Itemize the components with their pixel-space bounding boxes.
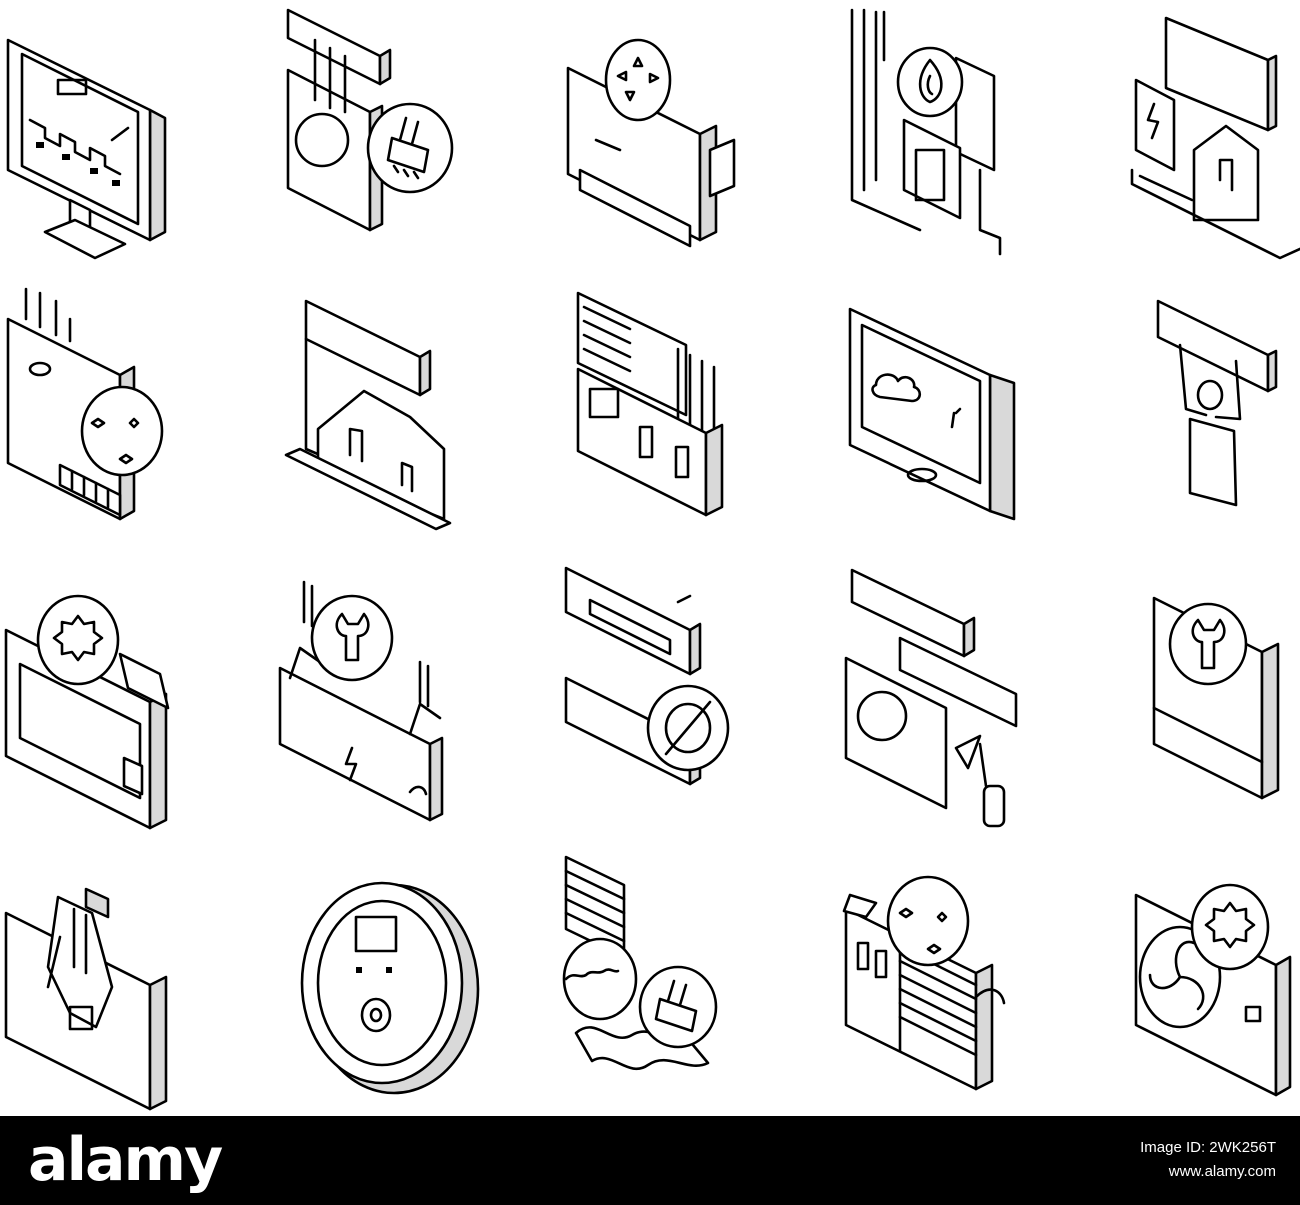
technician-install-ac-icon bbox=[1040, 279, 1300, 558]
gas-boiler-pipes-icon bbox=[780, 0, 1040, 279]
icon-grid bbox=[0, 0, 1300, 1116]
ceiling-cassette-icon bbox=[0, 837, 260, 1116]
image-meta: Image ID: 2WK256T www.alamy.com bbox=[1140, 1136, 1276, 1184]
fan-filter-unit-icon bbox=[520, 0, 780, 279]
ac-cleaning-brush-icon bbox=[260, 0, 520, 279]
split-ac-no-freon-icon bbox=[520, 558, 780, 837]
site-url[interactable]: www.alamy.com bbox=[1168, 1163, 1276, 1180]
tablet-weather-app-icon bbox=[780, 279, 1040, 558]
heater-wrench-service-icon bbox=[1040, 558, 1300, 837]
alamy-logo[interactable]: alamy bbox=[28, 1125, 223, 1195]
fan-gear-unit-icon bbox=[1040, 837, 1300, 1116]
filter-stack-cleaning-icon bbox=[520, 837, 780, 1116]
outdoor-unit-drain-icon bbox=[780, 558, 1040, 837]
house-split-ac-icon bbox=[260, 279, 520, 558]
house-electric-ac-icon bbox=[1040, 0, 1300, 279]
footer-bar: alamy Image ID: 2WK256T www.alamy.com bbox=[0, 1116, 1300, 1205]
outdoor-unit-tools-icon bbox=[0, 279, 260, 558]
image-id: Image ID: 2WK256T bbox=[1140, 1139, 1276, 1156]
radiator-dirty-filter-icon bbox=[780, 837, 1040, 1116]
repair-wrench-electric-icon bbox=[260, 558, 520, 837]
thermostat-round-icon bbox=[260, 837, 520, 1116]
gear-service-unit-icon bbox=[0, 558, 260, 837]
duct-filter-panels-icon bbox=[520, 279, 780, 558]
control-panel-monitor-icon bbox=[0, 0, 260, 279]
